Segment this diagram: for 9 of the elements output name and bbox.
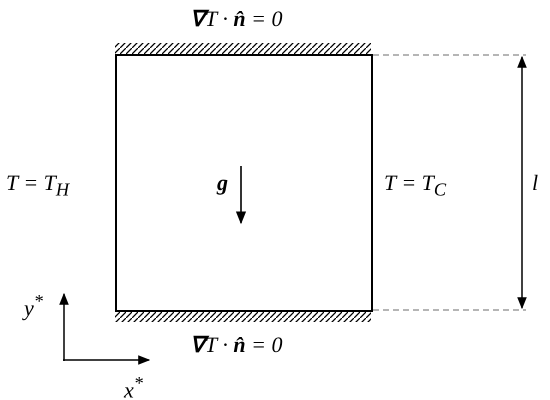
axis-label: x$^{*}$ xyxy=(124,372,143,400)
dimension-label: l xyxy=(532,170,538,196)
boundary-condition: T = T$_{C}$ xyxy=(384,170,446,202)
axis-label: y$^{*}$ xyxy=(24,290,43,322)
cavity-box xyxy=(115,54,373,312)
boundary-condition: T = T$_{H}$ xyxy=(6,170,70,202)
boundary-condition: ∇T · n̂ = 0 xyxy=(190,332,282,358)
gravity-symbol: g xyxy=(217,170,228,196)
boundary-condition: ∇T · n̂ = 0 xyxy=(190,6,282,32)
